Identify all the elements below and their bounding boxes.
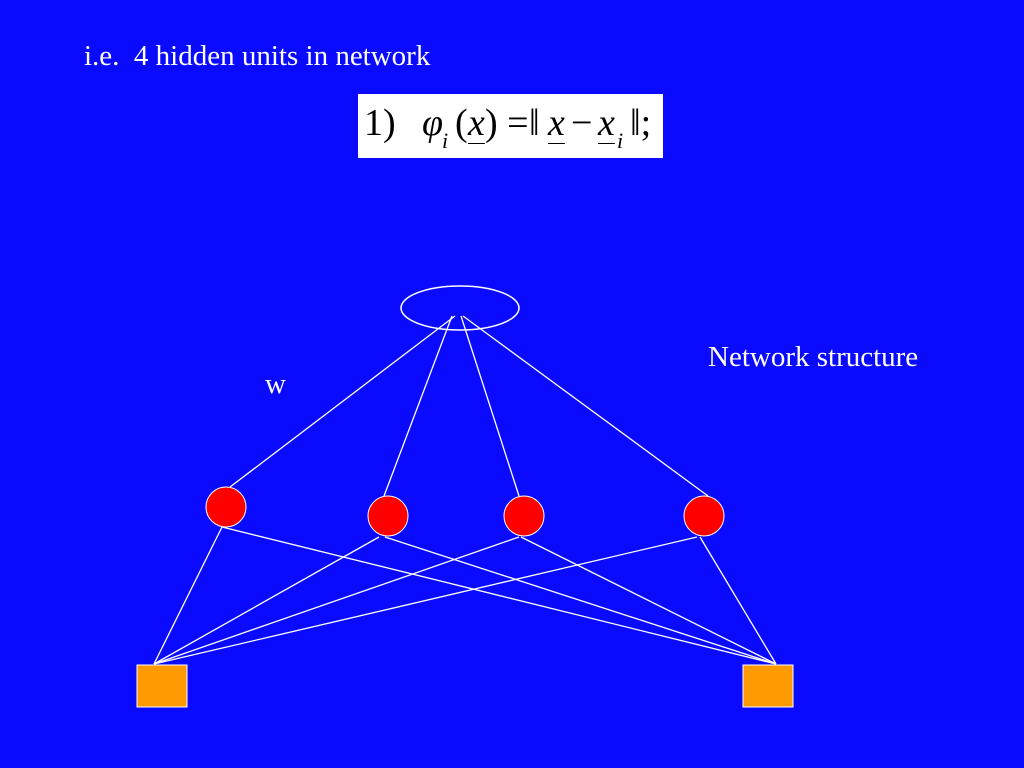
edge-hidden-3-input-left [153,536,520,665]
edge-output-hidden-2 [383,315,453,497]
edge-hidden-4-input-right [699,536,777,665]
output-unit [400,285,520,331]
formula-open-paren: ( [455,102,468,144]
connections [153,315,777,665]
edge-hidden-1-input-left [153,526,223,665]
formula-phi: φ [422,102,444,144]
edge-hidden-1-input-right [221,526,777,665]
edge-hidden-3-input-right [520,536,777,665]
edge-output-hidden-3 [460,315,520,497]
hidden-unit-1 [205,486,247,528]
formula-close-eq: ) = [485,102,529,144]
formula-x2: x [548,102,565,144]
formula-norm-close: ‖; [630,102,652,144]
weight-label: w [265,368,286,400]
hidden-unit-2 [367,495,409,537]
formula-number: 1) [364,102,396,144]
input-unit-right [742,664,794,708]
formula-x: x [468,102,485,144]
edge-output-hidden-4 [462,315,709,497]
input-unit-left [136,664,188,708]
formula-minus: − [571,102,593,144]
rbf-formula: 1) φ i ( x ) = ‖ x − x i ‖; [358,94,663,158]
edge-hidden-2-input-left [153,536,380,665]
formula-sub-i2: i [617,128,624,153]
hidden-unit-4 [683,495,725,537]
edge-hidden-4-input-left [153,536,698,665]
network-structure-caption: Network structure [708,341,919,373]
slide-heading: i.e. 4 hidden units in network [84,40,431,72]
formula-sub-i: i [442,128,449,153]
edge-hidden-2-input-right [384,536,777,665]
hidden-unit-3 [503,495,545,537]
edge-output-hidden-1 [229,315,456,488]
formula-norm-open: ‖ [529,102,540,144]
formula-x3: x [598,102,615,144]
